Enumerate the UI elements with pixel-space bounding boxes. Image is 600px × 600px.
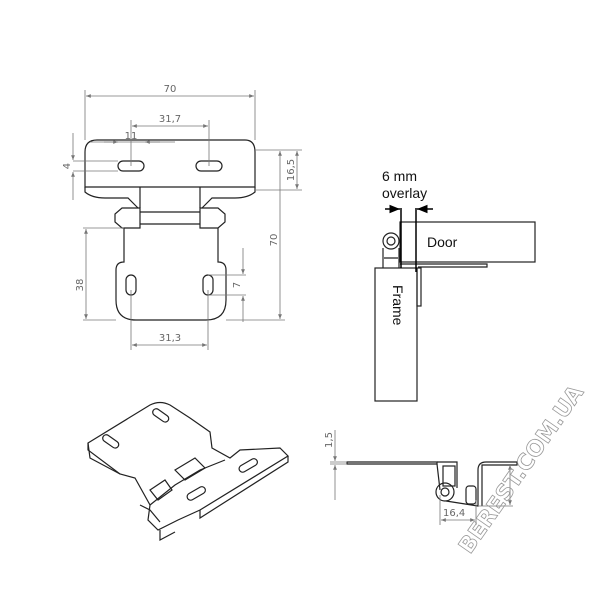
overlay-label-2: overlay	[382, 185, 427, 201]
dim-offset: 16,4	[443, 508, 465, 519]
dim-leaf-height: 38	[75, 279, 86, 292]
dim-overall-width: 70	[164, 84, 177, 95]
dim-overall-height: 70	[269, 234, 280, 247]
dim-slot-height: 7	[232, 282, 243, 288]
overlay-label-1: 6 mm	[382, 168, 417, 184]
frame-panel	[374, 267, 418, 402]
frame-label: Frame	[390, 285, 406, 326]
section-view: 1,5 16,4	[324, 430, 518, 525]
dim-slot-spacing-bottom: 31,3	[159, 333, 181, 344]
isometric-view	[87, 401, 289, 541]
door-panel	[399, 221, 536, 263]
dim-thickness: 1,5	[324, 432, 335, 448]
door-label: Door	[427, 234, 458, 250]
dim-plate-height: 16,5	[286, 159, 297, 181]
side-view: 6 mm overlay Door Frame	[374, 168, 536, 402]
dim-slot-length: 11	[125, 131, 138, 142]
dim-slot-width: 4	[62, 163, 73, 169]
watermark: BEREST.COM.UA	[454, 381, 589, 558]
dim-slot-spacing-top: 31,7	[159, 114, 181, 125]
top-view: 70 31,7 11 4 16,5 70 38 7 31,3	[62, 84, 302, 350]
